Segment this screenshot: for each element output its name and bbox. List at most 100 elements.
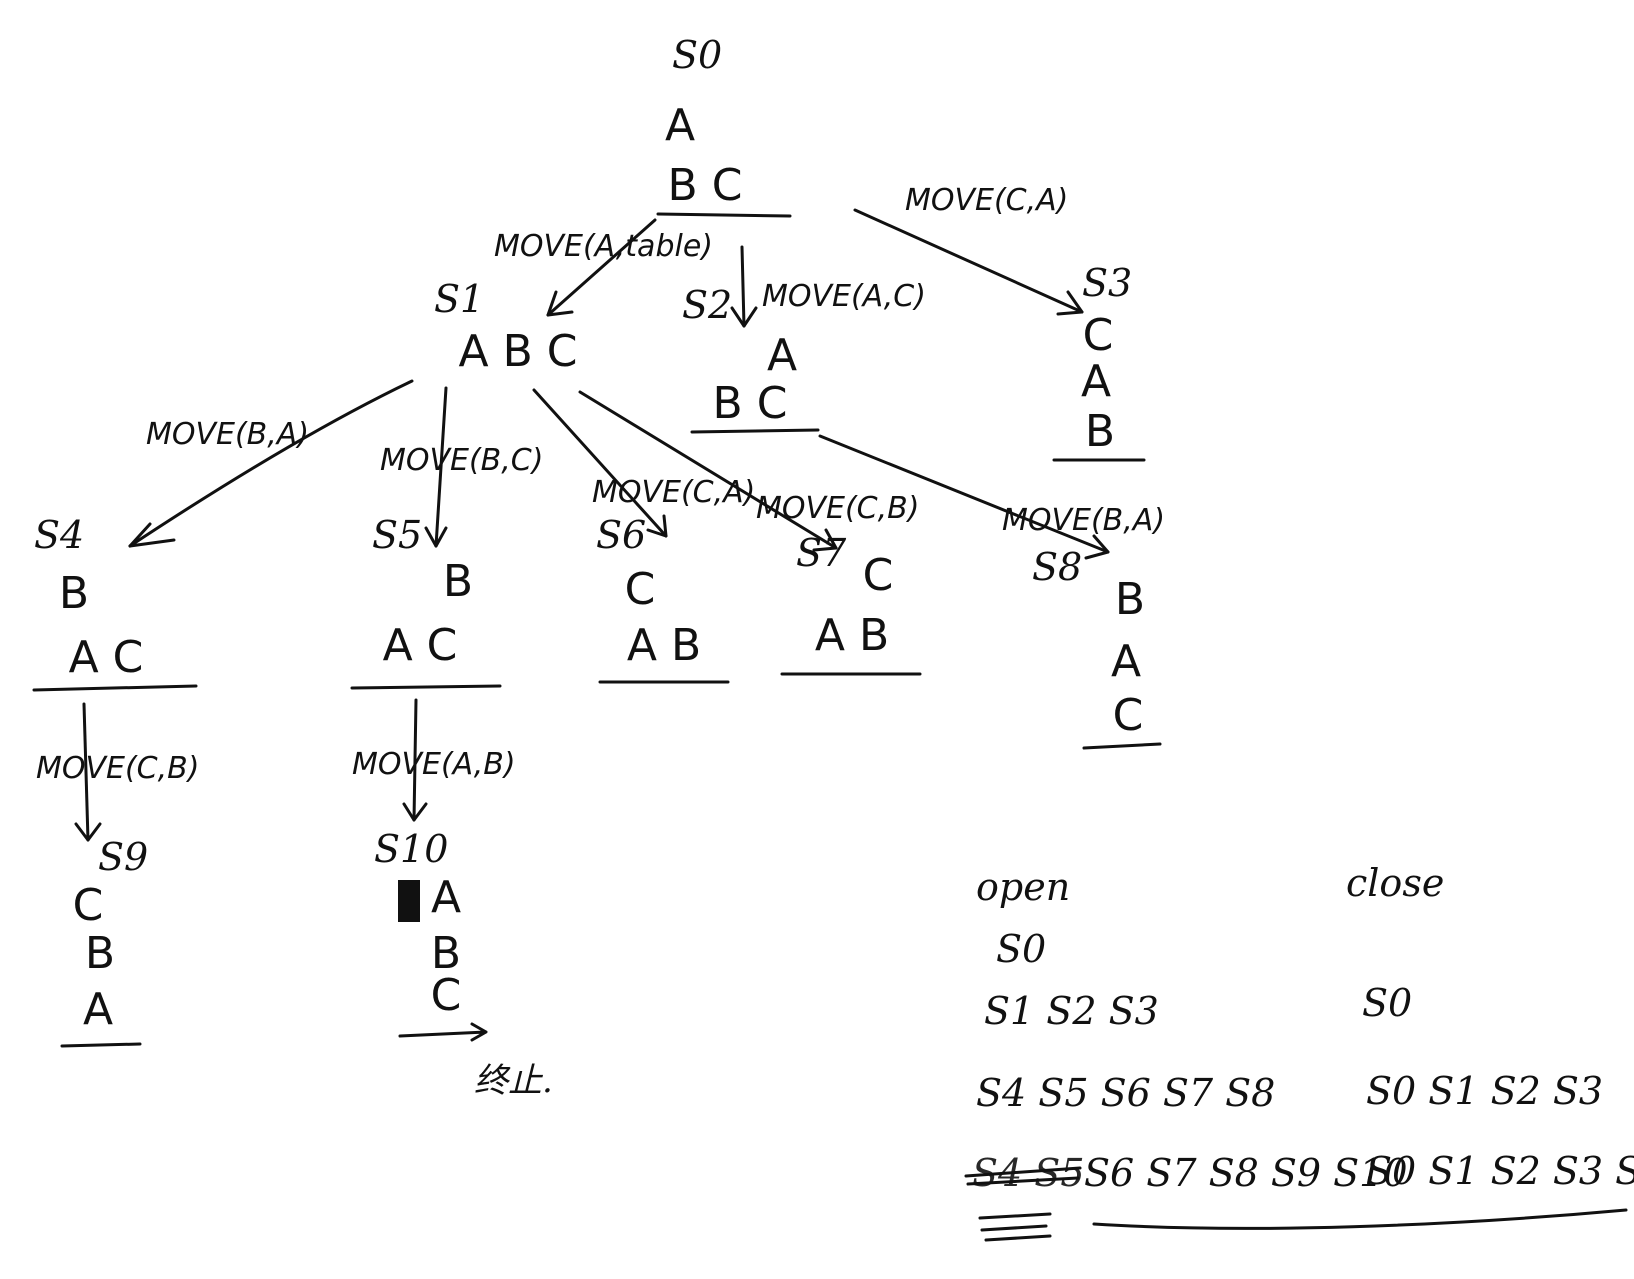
block-row: C: [863, 550, 894, 601]
strike-line: [964, 1166, 1082, 1186]
block-row: A: [665, 100, 695, 151]
table-line: [60, 1042, 142, 1048]
block-row: A: [767, 330, 797, 381]
arrow-head-icon: [1056, 290, 1084, 316]
block-row: B C: [713, 378, 788, 429]
close-row-4: S0 S1 S2 S3 S4 S5: [1366, 1149, 1634, 1193]
arrow-line: [434, 386, 448, 548]
arrow-head-icon: [812, 528, 838, 552]
edge-s1-s4: MOVE(B,A): [128, 379, 414, 548]
block-row: B: [443, 556, 473, 607]
table-end-line: [1092, 1208, 1628, 1230]
state-s9: S9 C B A: [60, 835, 148, 1048]
close-row-2: S0: [1362, 981, 1412, 1025]
open-entries: S6 S7 S8 S9 S10: [1084, 1151, 1408, 1195]
move-label: MOVE(B,A): [1002, 503, 1165, 538]
arrow-head-icon: [546, 290, 574, 317]
edge-s0-s2: MOVE(A,C): [730, 245, 926, 328]
edge-s2-s8: MOVE(B,A): [818, 434, 1165, 560]
end-arrow-icon: [398, 1022, 488, 1042]
block-row: B: [1115, 574, 1145, 625]
state-s8: S8 B A C: [1032, 545, 1162, 750]
move-label: MOVE(B,C): [380, 443, 543, 478]
open-close-table: open close S0 S1 S2 S3 S0 S4 S5 S6 S7 S8…: [964, 861, 1634, 1242]
edge-s0-s3: MOVE(C,A): [853, 183, 1084, 316]
arrow-head-icon: [646, 514, 668, 538]
close-header: close: [1346, 861, 1444, 905]
end-note: 终止.: [474, 1061, 553, 1101]
scribble-mark: [398, 880, 420, 922]
edge-s1-s5: MOVE(B,C): [380, 386, 543, 548]
state-s10: S10 A B C 终止.: [374, 827, 553, 1101]
state-s5: S5 B A C: [350, 513, 502, 690]
arrow-head-icon: [402, 802, 428, 822]
arrow-line: [82, 702, 90, 842]
block-row: C: [431, 970, 462, 1021]
open-row-3: S4 S5 S6 S7 S8: [976, 1071, 1275, 1115]
arrow-line: [128, 379, 414, 548]
block-row: A C: [69, 632, 144, 683]
block-row: B: [431, 928, 461, 979]
state-s3: S3 C A B: [1052, 261, 1146, 462]
state-label: S8: [1032, 545, 1082, 589]
edge-s0-s1: MOVE(A,table): [494, 218, 713, 317]
table-line: [350, 684, 502, 690]
block-row: A B: [815, 610, 889, 661]
block-row: B: [1085, 406, 1115, 457]
open-row-1: S0: [996, 927, 1046, 971]
arrow-line: [412, 698, 418, 822]
table-line: [32, 684, 198, 692]
arrow-head-icon: [74, 822, 102, 842]
arrow-line: [818, 434, 1110, 554]
arrow-head-icon: [1084, 534, 1110, 560]
scribble-mark: [978, 1212, 1052, 1242]
edge-s5-s10: MOVE(A,B): [352, 698, 516, 822]
move-label: MOVE(A,B): [352, 747, 516, 782]
table-line: [1082, 742, 1162, 750]
state-s7: S7 C A B: [780, 531, 922, 676]
block-row: A: [431, 872, 461, 923]
block-row: A C: [383, 620, 458, 671]
block-row: C: [1113, 690, 1144, 741]
state-label: S2: [682, 283, 732, 327]
state-s4: S4 B A C: [32, 513, 198, 692]
block-row: B C: [668, 160, 743, 211]
block-row: A: [1081, 356, 1111, 407]
block-row: A: [83, 984, 113, 1035]
block-row: A: [1111, 636, 1141, 687]
block-row: C: [73, 880, 104, 931]
move-label: MOVE(A,table): [494, 229, 713, 264]
move-label: MOVE(C,A): [905, 183, 1068, 218]
arrow-line: [853, 208, 1084, 314]
arrow-head-icon: [730, 306, 758, 328]
edge-s4-s9: MOVE(C,B): [36, 702, 199, 842]
arrow-head-icon: [128, 522, 176, 548]
block-row: B: [59, 568, 89, 619]
open-header: open: [976, 865, 1070, 909]
move-label: MOVE(A,C): [762, 279, 926, 314]
state-label: S6: [596, 513, 646, 557]
state-s6: S6 C A B: [596, 513, 730, 684]
close-row-3: S0 S1 S2 S3: [1366, 1069, 1603, 1113]
state-label: S4: [34, 513, 84, 557]
block-row: A B C: [459, 326, 578, 377]
edge-s1-s7: MOVE(C,B): [578, 390, 919, 552]
block-row: C: [625, 564, 656, 615]
arrow-line: [546, 218, 657, 317]
state-s2: S2 A B C: [682, 283, 820, 434]
move-label: MOVE(C,B): [36, 751, 199, 786]
block-row: A B: [627, 620, 701, 671]
block-row: C: [1083, 310, 1114, 361]
table-line: [690, 428, 820, 434]
state-s0: S0 A B C: [656, 33, 792, 218]
state-label: S7: [796, 531, 847, 575]
arrow-head-icon: [424, 526, 448, 548]
table-line: [656, 212, 792, 218]
arrow-line: [532, 388, 668, 538]
open-row-2: S1 S2 S3: [984, 989, 1159, 1033]
block-row: B: [85, 928, 115, 979]
open-row-4: S4 S5 S6 S7 S8 S9 S10: [964, 1151, 1408, 1195]
state-label: S5: [372, 513, 422, 557]
state-label: S10: [374, 827, 448, 871]
arrow-line: [578, 390, 838, 550]
